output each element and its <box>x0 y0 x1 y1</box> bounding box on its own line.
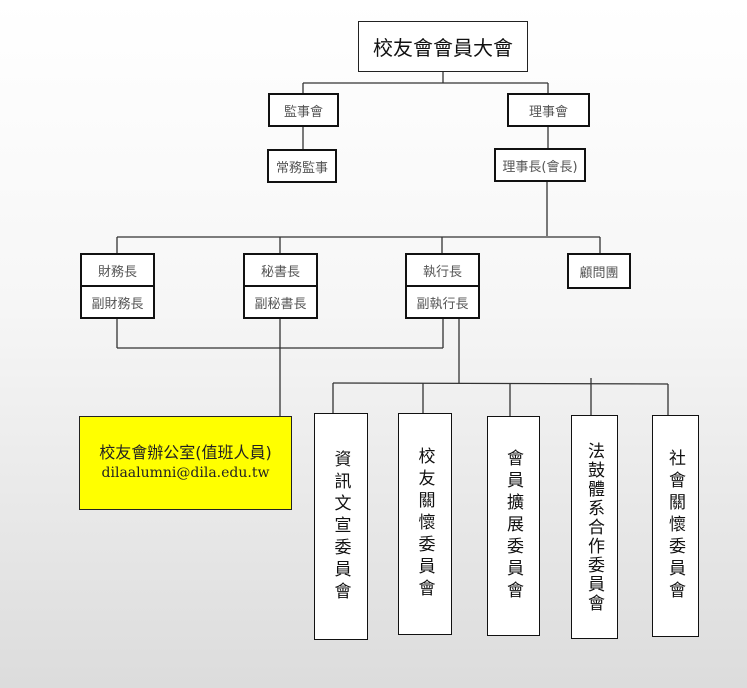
executive-director-label: 執行長 <box>422 264 462 280</box>
standing-supervisor-label: 常務監事 <box>275 160 328 176</box>
secretary-general-label: 秘書長 <box>260 264 300 280</box>
treasurer-label: 財務長 <box>97 264 137 280</box>
alumni-office-label: 校友會辦公室(值班人員) <box>99 443 272 462</box>
committee-box: 資訊文宣委員會 <box>314 413 368 640</box>
standing-supervisor-box: 常務監事 <box>267 149 337 183</box>
committee-label: 資訊文宣委員會 <box>330 449 351 604</box>
supervisory-board-label: 監事會 <box>283 104 323 120</box>
alumni-office-email: dilaalumni@dila.edu.tw <box>101 465 270 481</box>
deputy-executive-director-label: 副執行長 <box>407 285 478 317</box>
supervisory-board-box: 監事會 <box>268 93 339 127</box>
secretary-general-box: 秘書長 副秘書長 <box>243 253 318 319</box>
general-assembly-box: 校友會會員大會 <box>358 21 528 72</box>
committee-label: 社會關懷委員會 <box>665 449 685 603</box>
treasurer-box: 財務長 副財務長 <box>80 253 155 319</box>
committee-box: 法鼓體系合作委員會 <box>571 415 618 639</box>
board-of-directors-label: 理事會 <box>528 104 568 120</box>
board-of-directors-box: 理事會 <box>507 93 590 127</box>
committee-label: 法鼓體系合作委員會 <box>584 441 604 613</box>
chairperson-box: 理事長(會長) <box>494 148 586 182</box>
chairperson-label: 理事長(會長) <box>502 159 578 175</box>
committee-box: 校友關懷委員會 <box>398 413 452 635</box>
general-assembly-label: 校友會會員大會 <box>373 36 513 60</box>
executive-director-box: 執行長 副執行長 <box>405 253 480 319</box>
committee-box: 會員擴展委員會 <box>487 416 540 636</box>
advisory-group-box: 顧問團 <box>567 253 631 289</box>
connector <box>332 382 669 385</box>
alumni-office-box: 校友會辦公室(值班人員) dilaalumni@dila.edu.tw <box>79 416 292 510</box>
committee-box: 社會關懷委員會 <box>652 415 699 637</box>
deputy-secretary-general-label: 副秘書長 <box>245 285 316 317</box>
advisory-group-label: 顧問團 <box>579 265 619 281</box>
committee-label: 會員擴展委員會 <box>503 449 523 603</box>
deputy-treasurer-label: 副財務長 <box>82 285 153 317</box>
committee-label: 校友關懷委員會 <box>414 447 435 601</box>
